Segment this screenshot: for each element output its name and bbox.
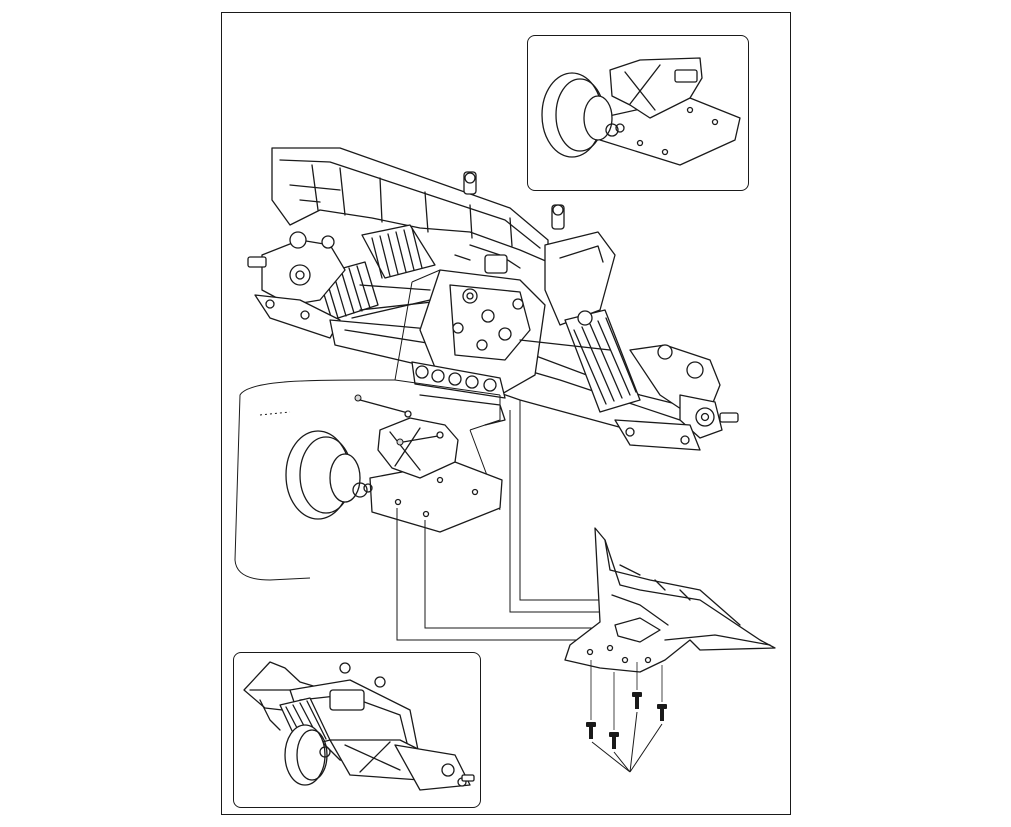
screw-2 <box>609 672 619 749</box>
screw-1 <box>586 660 596 739</box>
inset-bottom-assembled-chassis <box>243 661 475 791</box>
main-chassis-assembly <box>247 147 739 451</box>
chassis-plate-part <box>564 527 776 673</box>
screws-group <box>586 660 667 773</box>
exploded-wheel-assembly <box>285 394 503 533</box>
screw-4 <box>657 665 667 721</box>
inset-top-wheel-assembly <box>541 57 741 166</box>
exploded-callout-outline <box>234 269 501 581</box>
screw-3 <box>632 662 642 709</box>
